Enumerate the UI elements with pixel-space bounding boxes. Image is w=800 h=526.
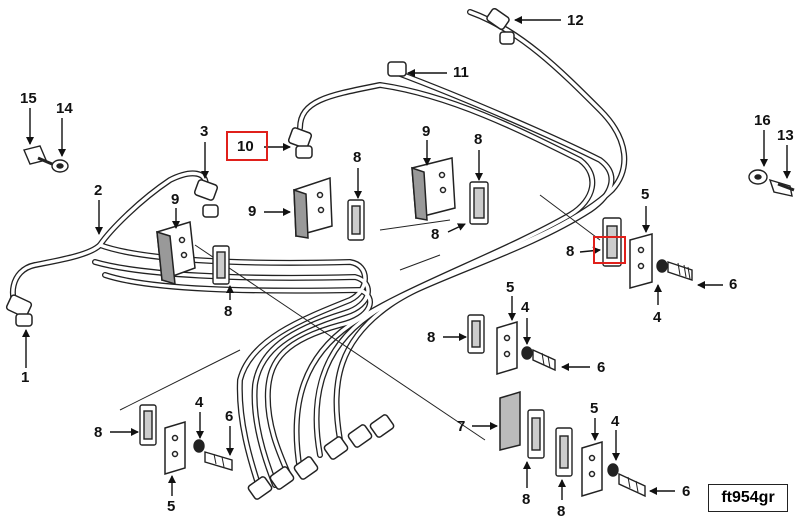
injection-lines	[10, 9, 628, 493]
callout-4-d: 4	[611, 413, 620, 430]
tube-fittings	[5, 7, 515, 500]
callout-3: 3	[200, 123, 209, 140]
callout-7: 7	[457, 418, 466, 435]
callout-15: 15	[20, 90, 37, 107]
callout-8-d: 8	[224, 303, 233, 320]
callout-6-c: 6	[225, 408, 234, 425]
figure-id-label: ft954gr	[708, 484, 788, 512]
callout-5-d: 5	[590, 400, 599, 417]
plate-parts	[164, 233, 653, 498]
bracket-parts	[156, 157, 521, 451]
callout-9-left: 9	[171, 191, 180, 208]
callout-11: 11	[453, 64, 469, 81]
callout-13: 13	[777, 127, 794, 144]
callout-9-right: 9	[422, 123, 431, 140]
callout-8-i: 8	[557, 503, 566, 520]
callout-2: 2	[94, 182, 103, 199]
callout-6-d: 6	[682, 483, 691, 500]
washers-and-bolts	[193, 259, 693, 498]
callout-4-c: 4	[195, 394, 204, 411]
callout-8-b: 8	[474, 131, 483, 148]
callout-6-b: 6	[597, 359, 606, 376]
clamp-parts	[139, 181, 622, 477]
reference-lines	[119, 194, 601, 441]
callout-16: 16	[754, 112, 771, 129]
callout-9-middle: 9	[248, 203, 257, 220]
callout-8-g: 8	[94, 424, 103, 441]
highlight-box-clamp	[593, 236, 626, 264]
callout-4-b: 4	[521, 299, 530, 316]
callout-12: 12	[567, 12, 584, 29]
callout-4-a: 4	[653, 309, 662, 326]
callout-arrows	[22, 16, 791, 500]
callout-8-f: 8	[427, 329, 436, 346]
callout-10: 10	[237, 138, 254, 155]
callout-8-h: 8	[522, 491, 531, 508]
callout-8-a: 8	[353, 149, 362, 166]
callout-14: 14	[56, 100, 73, 117]
callout-5-a: 5	[641, 186, 650, 203]
highlight-box-callout-10	[226, 131, 268, 161]
callout-6-a: 6	[729, 276, 738, 293]
callout-1: 1	[21, 369, 30, 386]
callout-8-c: 8	[431, 226, 440, 243]
callout-5-b: 5	[506, 279, 515, 296]
small-hardware	[23, 145, 795, 197]
callout-5-c: 5	[167, 498, 176, 515]
callout-8-e: 8	[566, 243, 575, 260]
